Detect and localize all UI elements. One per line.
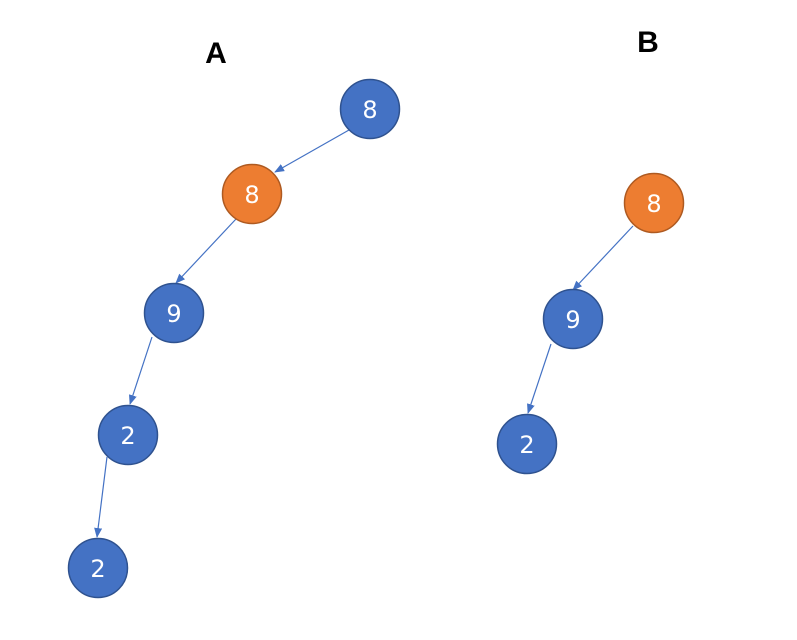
node-label: 8 bbox=[244, 181, 259, 209]
node-label: 9 bbox=[166, 300, 181, 328]
tree-node[interactable]: 8 bbox=[623, 172, 685, 234]
node-label: 2 bbox=[90, 555, 105, 583]
tree-node[interactable]: 8 bbox=[339, 78, 401, 140]
node-circle bbox=[496, 413, 558, 475]
node-circle bbox=[67, 537, 129, 599]
edge bbox=[94, 456, 108, 538]
node-circle bbox=[221, 163, 283, 225]
tree-node[interactable]: 9 bbox=[542, 288, 604, 350]
edge bbox=[572, 225, 634, 291]
node-label: 8 bbox=[362, 96, 377, 124]
tree-node[interactable]: 2 bbox=[496, 413, 558, 475]
tree-a-title: A bbox=[205, 37, 227, 70]
edge bbox=[527, 343, 552, 414]
node-circle bbox=[542, 288, 604, 350]
edge bbox=[175, 218, 237, 284]
edge bbox=[129, 336, 153, 405]
tree-node[interactable]: 2 bbox=[67, 537, 129, 599]
node-label: 2 bbox=[519, 431, 534, 459]
tree-b: B 8 9 2 bbox=[496, 26, 685, 475]
tree-node[interactable]: 2 bbox=[97, 404, 159, 466]
tree-node[interactable]: 8 bbox=[221, 163, 283, 225]
node-label: 9 bbox=[565, 306, 580, 334]
node-label: 2 bbox=[120, 422, 135, 450]
tree-a: A 8 8 9 2 2 bbox=[67, 37, 401, 599]
edge bbox=[274, 129, 350, 173]
node-circle bbox=[623, 172, 685, 234]
tree-node[interactable]: 9 bbox=[143, 282, 205, 344]
tree-b-title: B bbox=[637, 26, 659, 59]
node-circle bbox=[339, 78, 401, 140]
node-label: 8 bbox=[646, 190, 661, 218]
node-circle bbox=[97, 404, 159, 466]
node-circle bbox=[143, 282, 205, 344]
